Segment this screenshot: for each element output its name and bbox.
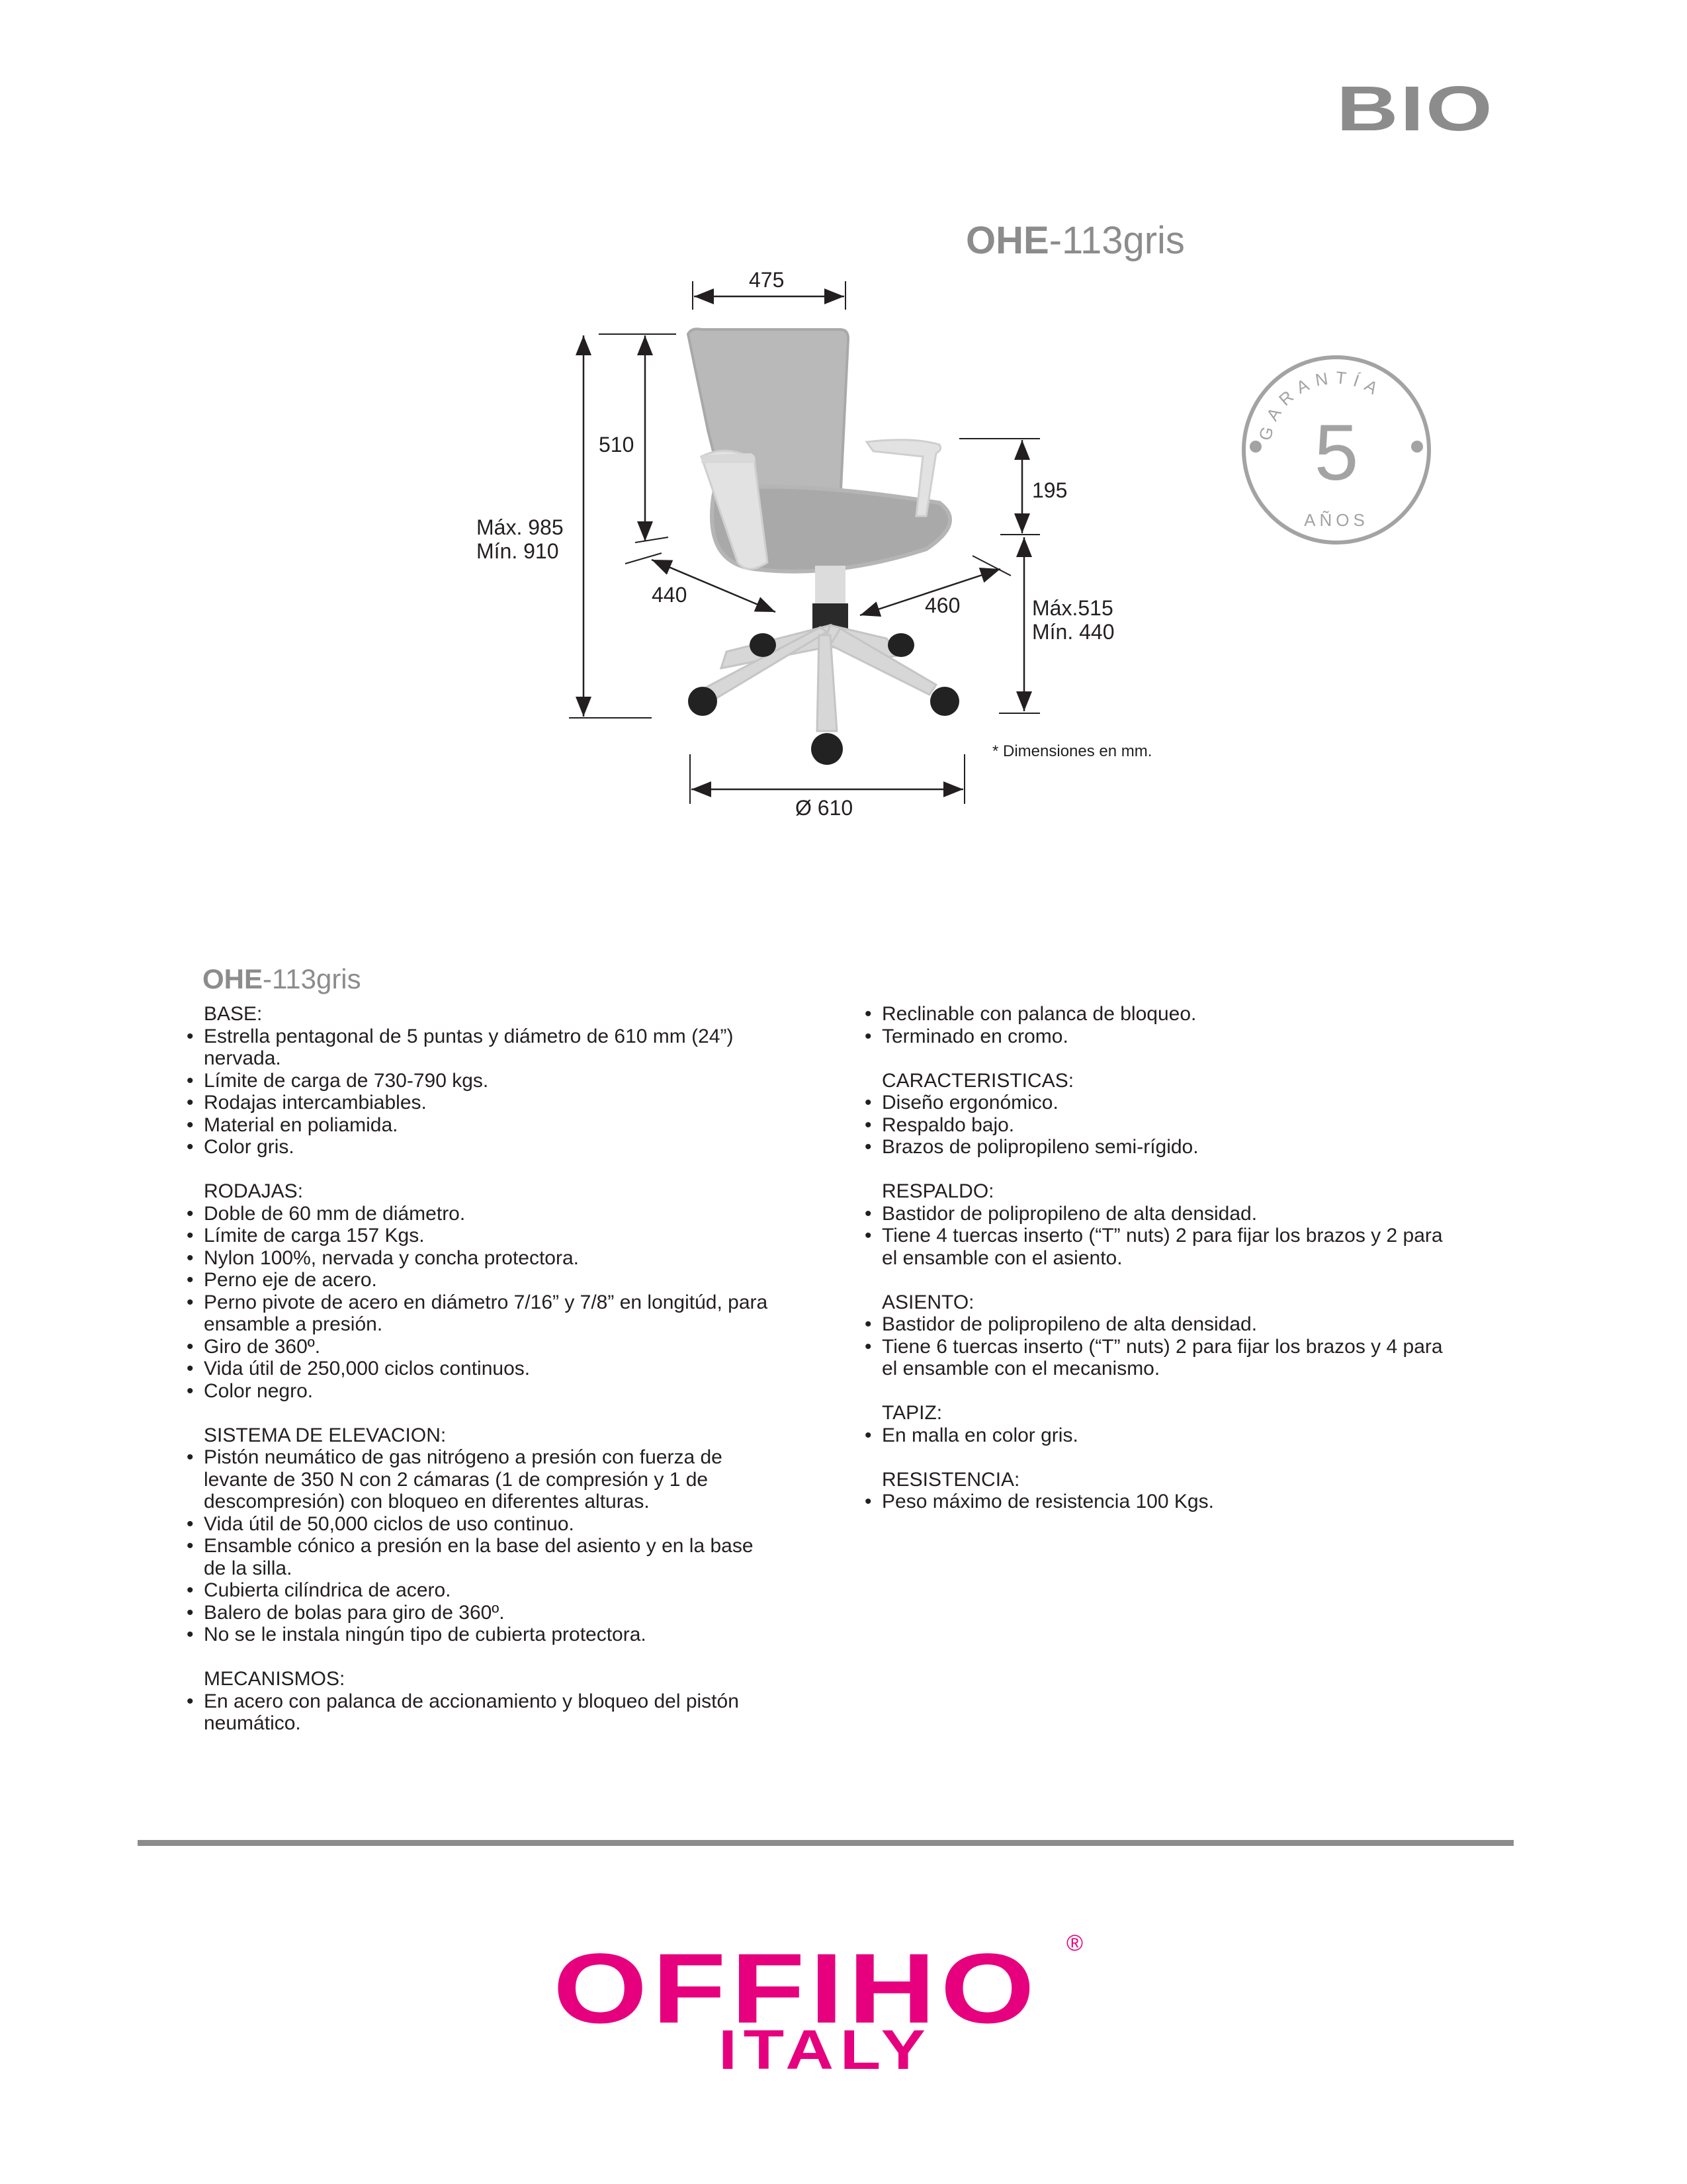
dim-total-min: Mín. 910 — [476, 539, 559, 563]
spec-section-title: BASE: — [204, 1003, 263, 1025]
spec-section: RESPALDO:Bastidor de polipropileno de al… — [863, 1180, 1459, 1269]
spec-item: Reclinable con palanca de bloqueo. — [863, 1003, 1459, 1026]
warranty-number: 5 — [1315, 408, 1359, 497]
spec-item: Tiene 6 tuercas inserto (“T” nuts) 2 par… — [863, 1336, 1459, 1380]
spec-item: Respaldo bajo. — [863, 1114, 1459, 1137]
spec-item: Perno pivote de acero en diámetro 7/16” … — [185, 1291, 781, 1336]
warranty-badge: GARANTÍA 5 AÑOS — [1242, 355, 1431, 545]
spec-item: En acero con palanca de accionamiento y … — [185, 1690, 781, 1735]
spec-item: En malla en color gris. — [863, 1424, 1459, 1447]
spec-section: TAPIZ:En malla en color gris. — [863, 1402, 1459, 1446]
spec-item: Brazos de polipropileno semi-rígido. — [863, 1136, 1459, 1158]
spec-item: Material en poliamida. — [185, 1114, 781, 1137]
spec-item: Vida útil de 250,000 ciclos continuos. — [185, 1358, 781, 1380]
dimensions-note: * Dimensiones en mm. — [992, 742, 1152, 760]
spec-section-title: RODAJAS: — [204, 1180, 304, 1202]
warranty-bottom-text: AÑOS — [1304, 510, 1369, 530]
spec-section: BASE:Estrella pentagonal de 5 puntas y d… — [185, 1003, 781, 1158]
spec-item: Giro de 360º. — [185, 1336, 781, 1358]
spec-section: SISTEMA DE ELEVACION:Pistón neumático de… — [185, 1424, 781, 1646]
spec-section-title: RESPALDO: — [882, 1180, 994, 1202]
spec-item: Ensamble cónico a presión en la base del… — [185, 1535, 781, 1579]
spec-item: Pistón neumático de gas nitrógeno a pres… — [185, 1446, 781, 1513]
footer-divider — [138, 1840, 1514, 1846]
spec-item: Perno eje de acero. — [185, 1269, 781, 1291]
spec-section: RESISTENCIA:Peso máximo de resistencia 1… — [863, 1469, 1459, 1513]
chair-dimension-diagram: 475 510 Máx. 985 Mín. 910 440 460 195 Má… — [476, 268, 1431, 820]
dim-base-diameter: Ø 610 — [795, 796, 853, 820]
spec-section-title: SISTEMA DE ELEVACION: — [204, 1424, 447, 1446]
dim-arm-height: 195 — [1032, 478, 1067, 502]
spec-section: RODAJAS:Doble de 60 mm de diámetro.Límit… — [185, 1180, 781, 1402]
badge-dot-right — [1411, 441, 1423, 453]
spec-item: Límite de carga de 730-790 kgs. — [185, 1070, 781, 1092]
spec-item: Tiene 4 tuercas inserto (“T” nuts) 2 par… — [863, 1225, 1459, 1269]
specs-right-column: Reclinable con palanca de bloqueo.Termin… — [863, 1003, 1459, 1535]
spec-section: CARACTERISTICAS:Diseño ergonómico.Respal… — [863, 1070, 1459, 1158]
dim-seat-min: Mín. 440 — [1032, 620, 1115, 644]
model-prefix: OHE — [966, 219, 1049, 262]
spec-section: MECANISMOS:En acero con palanca de accio… — [185, 1668, 781, 1735]
spec-item: Diseño ergonómico. — [863, 1092, 1459, 1114]
dim-seat-width: 460 — [925, 593, 960, 617]
spec-item: Terminado en cromo. — [863, 1026, 1459, 1048]
company-logo: OFFIHO — [553, 1933, 1040, 2044]
spec-section-title: RESISTENCIA: — [882, 1468, 1020, 1491]
dim-total-max: Máx. 985 — [476, 515, 564, 539]
spec-item: Vida útil de 50,000 ciclos de uso contin… — [185, 1513, 781, 1536]
spec-item: Peso máximo de resistencia 100 Kgs. — [863, 1491, 1459, 1513]
spec-section-title: TAPIZ: — [882, 1402, 943, 1424]
registered-mark: ® — [1066, 1931, 1084, 1956]
chair-illustration — [686, 328, 959, 765]
company-logo-subtitle: ITALY — [718, 2019, 932, 2081]
model-title-top: OHE-113gris — [966, 218, 1185, 263]
spec-item: Estrella pentagonal de 5 puntas y diámet… — [185, 1026, 781, 1070]
specs-left-column: BASE:Estrella pentagonal de 5 puntas y d… — [185, 1003, 781, 1757]
spec-item: Bastidor de polipropileno de alta densid… — [863, 1313, 1459, 1336]
spec-section: ASIENTO:Bastidor de polipropileno de alt… — [863, 1291, 1459, 1380]
model-title-specs: OHE-113gris — [202, 963, 361, 995]
spec-item: Balero de bolas para giro de 360º. — [185, 1602, 781, 1624]
spec-item: Color negro. — [185, 1380, 781, 1403]
model-prefix: OHE — [202, 963, 263, 994]
spec-section-title: ASIENTO: — [882, 1291, 974, 1313]
spec-item: Rodajas intercambiables. — [185, 1092, 781, 1114]
spec-section-title: CARACTERISTICAS: — [882, 1069, 1074, 1092]
spec-item: Nylon 100%, nervada y concha protectora. — [185, 1247, 781, 1270]
dim-seat-depth: 440 — [652, 583, 687, 607]
dim-back-height: 510 — [599, 433, 634, 457]
spec-item: Color gris. — [185, 1136, 781, 1158]
brand-name: BIO — [1336, 73, 1494, 144]
spec-item: Bastidor de polipropileno de alta densid… — [863, 1203, 1459, 1225]
spec-section: Reclinable con palanca de bloqueo.Termin… — [863, 1003, 1459, 1047]
spec-item: Límite de carga 157 Kgs. — [185, 1225, 781, 1247]
model-suffix: -113gris — [263, 963, 361, 994]
spec-section-title: MECANISMOS: — [204, 1668, 345, 1690]
dim-width-top: 475 — [749, 268, 784, 292]
model-suffix: -113gris — [1049, 219, 1185, 262]
spec-item: Cubierta cilíndrica de acero. — [185, 1579, 781, 1602]
dim-seat-max: Máx.515 — [1032, 596, 1113, 620]
badge-dot-left — [1250, 441, 1262, 453]
spec-item: Doble de 60 mm de diámetro. — [185, 1203, 781, 1225]
spec-item: No se le instala ningún tipo de cubierta… — [185, 1624, 781, 1646]
